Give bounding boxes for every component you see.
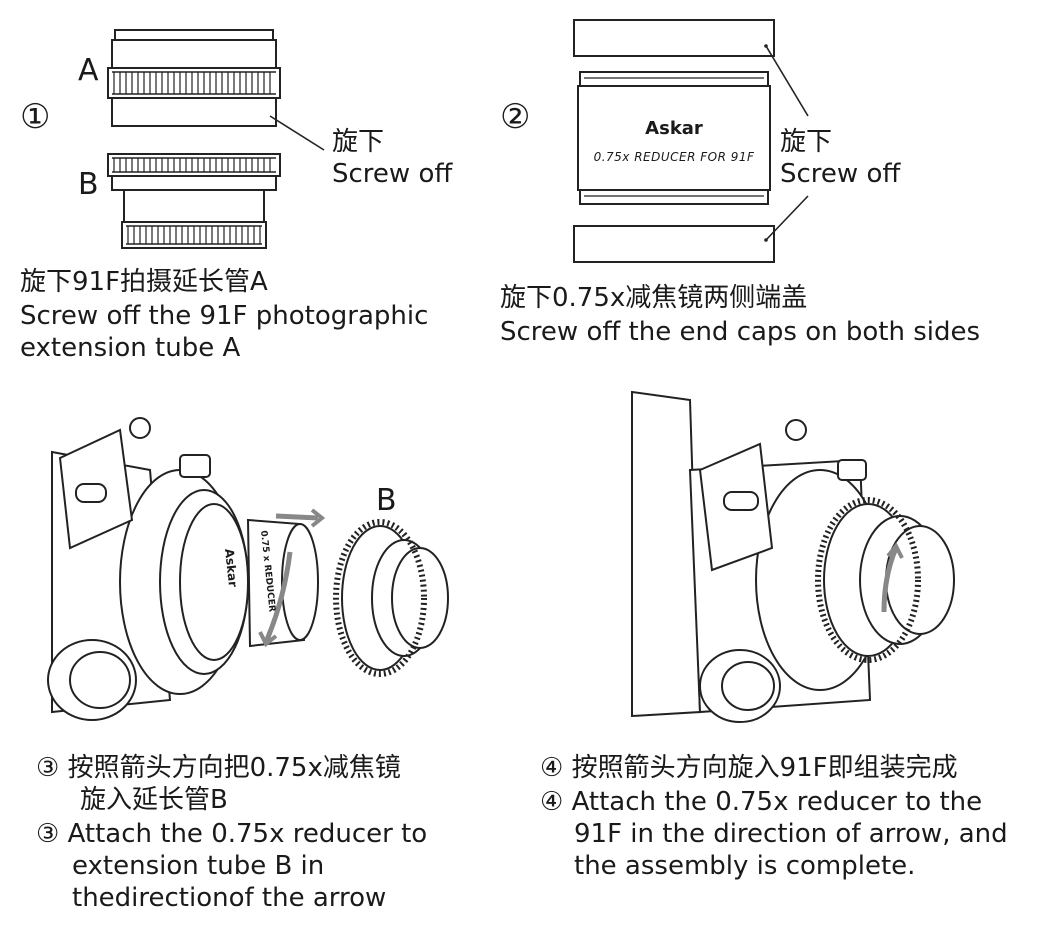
step1-callout-cn: 旋下: [332, 127, 385, 157]
step1-label-b: B: [78, 167, 99, 202]
step2-number: ②: [500, 97, 531, 137]
step3-caption-cn-2: 旋入延长管B: [80, 785, 228, 815]
step4-caption-en-3: the assembly is complete.: [574, 851, 916, 881]
step3-caption-en-2: extension tube B in: [72, 851, 325, 881]
step1-caption-cn: 旋下91F拍摄延长管A: [20, 267, 268, 297]
step2-callout-en: Screw off: [780, 159, 901, 189]
step4-caption-en-1: ④ Attach the 0.75x reducer to the: [540, 787, 983, 817]
reducer-product-label: 0.75x REDUCER FOR 91F: [593, 150, 755, 164]
step1-callout-en: Screw off: [332, 159, 453, 189]
step1-caption-en-2: extension tube A: [20, 333, 241, 363]
step2-callout-cn: 旋下: [780, 127, 833, 157]
step4-caption-cn: ④ 按照箭头方向旋入91F即组装完成: [540, 753, 958, 783]
step3-label-b: B: [376, 483, 397, 518]
reducer-brand-logo: Askar: [645, 118, 703, 139]
step3-caption-en-3: thedirectionof the arrow: [72, 883, 387, 913]
step1-caption-en-1: Screw off the 91F photographic: [20, 301, 429, 331]
step4-caption-en-2: 91F in the direction of arrow, and: [574, 819, 1008, 849]
step3-caption-en-1: ③ Attach the 0.75x reducer to: [36, 819, 428, 849]
step3-caption-cn-1: ③ 按照箭头方向把0.75x减焦镜: [36, 753, 401, 783]
step2-caption-en: Screw off the end caps on both sides: [500, 317, 981, 347]
step1-label-a: A: [78, 53, 99, 88]
step1-number: ①: [20, 97, 51, 137]
step2-caption-cn: 旋下0.75x减焦镜两侧端盖: [500, 283, 808, 313]
